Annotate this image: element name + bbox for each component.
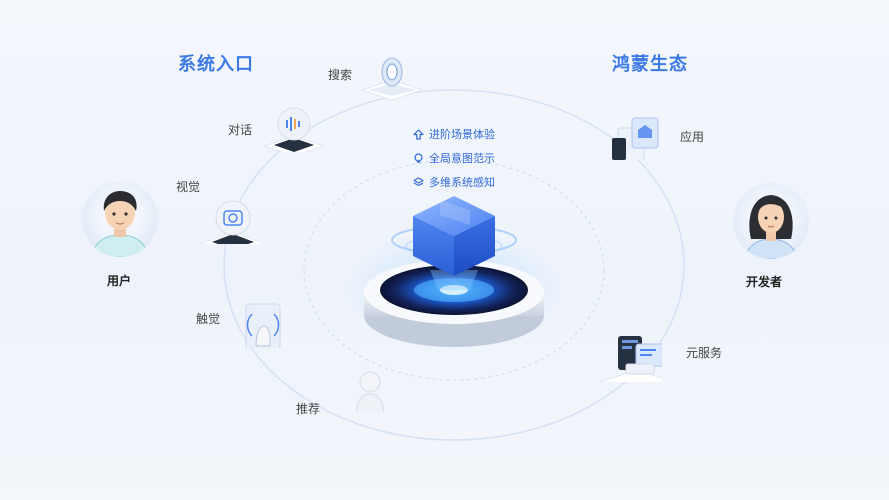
central-platform (364, 260, 544, 347)
layers-icon (413, 176, 424, 186)
outer-ring (223, 89, 685, 441)
user-label: 用户 (107, 274, 132, 288)
feature-text: 全局意图范示 (429, 152, 495, 165)
app-tile-icon (612, 117, 659, 160)
touch-tile-icon (245, 303, 281, 348)
feature-list: 进阶场景体验 全局意图范示 多维系统感知 (413, 126, 495, 190)
right-section-title: 鸿蒙生态 (612, 54, 688, 75)
recommend-tile-icon (355, 371, 385, 412)
left-section-title: 系统入口 (178, 54, 254, 75)
vision-tile-icon (198, 200, 262, 244)
meta-service-label: 元服务 (686, 346, 723, 360)
user-person-icon (91, 191, 149, 257)
search-tile-icon (360, 57, 424, 101)
search-label: 搜索 (328, 68, 353, 82)
feature-item: 全局意图范示 (413, 150, 495, 166)
feature-item: 进阶场景体验 (413, 126, 495, 142)
vision-label: 视觉 (176, 180, 201, 194)
app-label: 应用 (680, 130, 705, 144)
user-avatar (82, 181, 158, 257)
touch-label: 触觉 (196, 312, 221, 326)
dialog-label: 对话 (228, 123, 253, 137)
hex-cube (413, 196, 495, 276)
developer-avatar (733, 183, 809, 259)
meta-service-tile-icon (598, 336, 662, 382)
arrow-up-icon (413, 128, 424, 140)
developer-label: 开发者 (746, 275, 783, 289)
inner-ring (303, 159, 605, 381)
recommend-label: 推荐 (296, 402, 321, 416)
feature-text: 多维系统感知 (429, 176, 495, 189)
feature-text: 进阶场景体验 (429, 128, 495, 141)
developer-person-icon (744, 195, 798, 259)
bulb-icon (414, 152, 423, 163)
feature-item: 多维系统感知 (413, 174, 495, 190)
dialog-tile-icon (262, 107, 326, 152)
